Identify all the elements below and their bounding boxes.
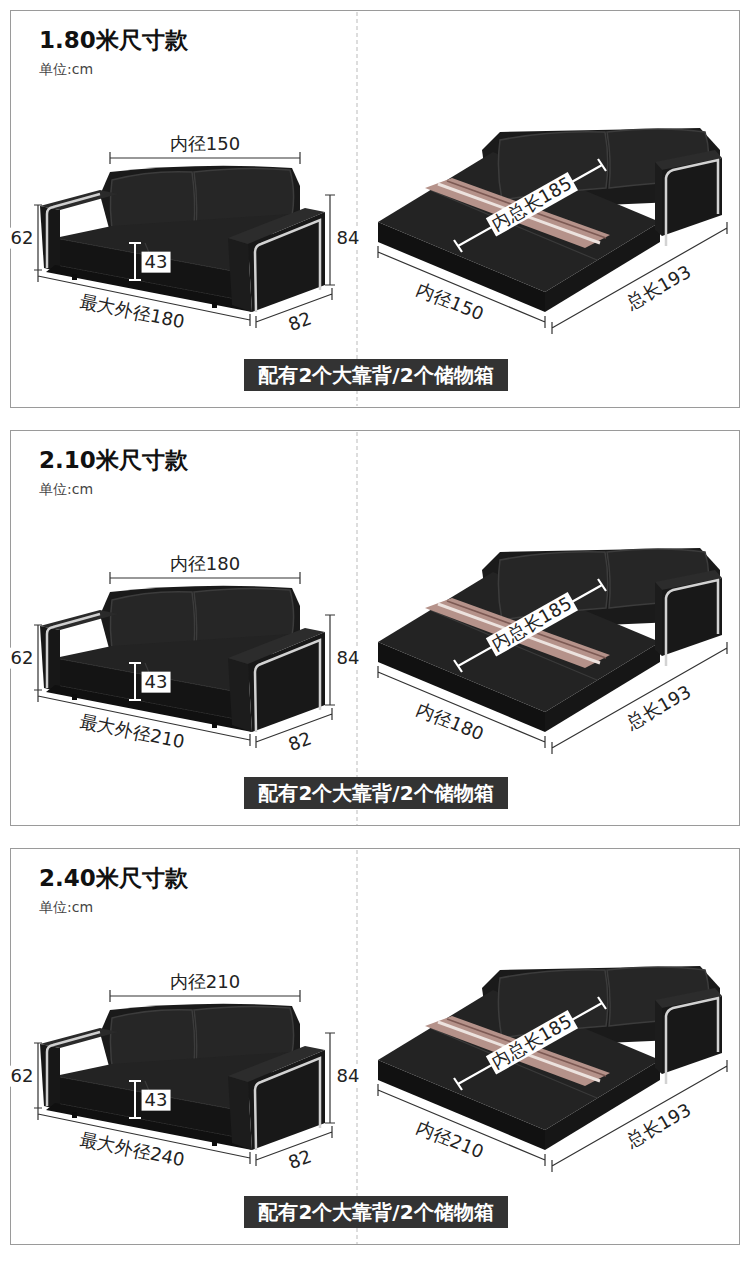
dimension-label: 43 bbox=[142, 1090, 171, 1111]
dimension-label: 82 bbox=[283, 727, 317, 756]
panel-divider bbox=[357, 432, 358, 826]
dimension-label: 62 bbox=[8, 228, 37, 249]
banner-text: 配有2个大靠背/2个储物箱 bbox=[258, 777, 493, 809]
dimension-label: 82 bbox=[283, 307, 317, 336]
dimension-label: 82 bbox=[283, 1145, 317, 1174]
dimension-label: 最大外径210 bbox=[75, 710, 189, 753]
size-panel: 1.80米尺寸款单位:cm 配有2个大靠背/2个储物箱 bbox=[10, 10, 740, 408]
sofa-bed-view bbox=[378, 128, 727, 334]
dimension-label: 总长193 bbox=[621, 680, 698, 736]
dimension-label: 84 bbox=[334, 1066, 363, 1087]
panel-divider bbox=[357, 12, 358, 406]
banner-text: 配有2个大靠背/2个储物箱 bbox=[258, 359, 493, 391]
sofa-bed-view bbox=[378, 548, 727, 754]
dimension-label: 内径180 bbox=[167, 554, 243, 575]
size-panel: 2.10米尺寸款单位:cm 配有2个大靠背/2个储物箱 bbox=[10, 430, 740, 826]
dimension-label: 43 bbox=[142, 672, 171, 693]
dimension-label: 84 bbox=[334, 228, 363, 249]
sofa-bed-view bbox=[378, 966, 727, 1172]
unit-note: 单位:cm bbox=[39, 897, 711, 917]
size-panel: 2.40米尺寸款单位:cm 配有2个大靠背/2个储物箱 bbox=[10, 848, 740, 1245]
panel-title: 2.40米尺寸款 bbox=[39, 863, 711, 893]
banner-text: 配有2个大靠背/2个储物箱 bbox=[258, 1196, 493, 1228]
dimension-label: 84 bbox=[334, 648, 363, 669]
dimension-label: 内径180 bbox=[411, 698, 489, 747]
unit-note: 单位:cm bbox=[39, 59, 711, 79]
panel-title: 2.10米尺寸款 bbox=[39, 445, 711, 475]
dimension-label: 总长193 bbox=[621, 260, 698, 316]
feature-banner: 配有2个大靠背/2个储物箱 bbox=[244, 359, 508, 391]
dimension-label: 总长193 bbox=[621, 1098, 698, 1154]
dimension-label: 内径210 bbox=[411, 1116, 489, 1165]
dimension-label: 62 bbox=[8, 648, 37, 669]
dimension-label: 内径210 bbox=[167, 972, 243, 993]
dimension-label: 内径150 bbox=[167, 134, 243, 155]
unit-note: 单位:cm bbox=[39, 479, 711, 499]
panel-title: 1.80米尺寸款 bbox=[39, 25, 711, 55]
dimension-label: 62 bbox=[8, 1066, 37, 1087]
feature-banner: 配有2个大靠背/2个储物箱 bbox=[244, 777, 508, 809]
dimension-label: 43 bbox=[142, 252, 171, 273]
panel-divider bbox=[357, 850, 358, 1244]
dimension-label: 最大外径240 bbox=[75, 1128, 189, 1171]
dimension-label: 最大外径180 bbox=[75, 290, 189, 333]
feature-banner: 配有2个大靠背/2个储物箱 bbox=[244, 1196, 508, 1228]
dimension-label: 内径150 bbox=[411, 278, 489, 327]
